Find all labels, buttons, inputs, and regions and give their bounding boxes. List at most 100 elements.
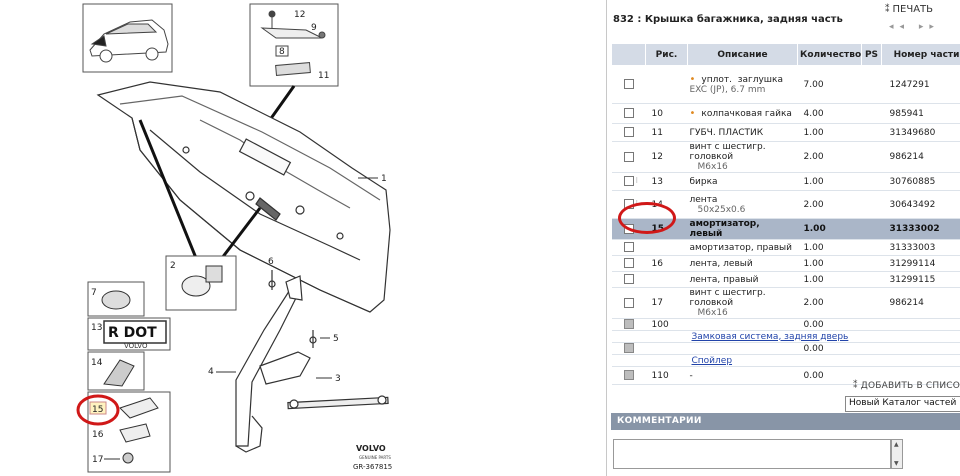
cell-fig: 17 xyxy=(645,287,688,319)
cell-part-number xyxy=(881,318,960,331)
table-row[interactable]: 110-0.00 xyxy=(611,366,960,385)
cell-select[interactable] xyxy=(611,255,646,272)
cell-ps xyxy=(861,318,882,331)
header-part-number[interactable]: Номер части xyxy=(881,43,960,66)
callout-12: 12 xyxy=(294,10,305,20)
brand-logo-text: VOLVO xyxy=(356,444,386,453)
comment-scrollbar[interactable]: ▲▼ xyxy=(891,439,903,469)
cell-ps xyxy=(861,271,882,288)
add-to-list-button[interactable]: ⁑ ДОБАВИТЬ В СПИСОК xyxy=(853,381,960,391)
cell-ps xyxy=(861,255,882,272)
row-checkbox[interactable] xyxy=(623,108,634,119)
scroll-down-icon[interactable]: ▼ xyxy=(894,460,899,467)
cell-select[interactable] xyxy=(611,271,646,288)
row-checkbox[interactable] xyxy=(623,127,634,138)
table-row-link[interactable]: Замковая система, задняя дверь xyxy=(611,330,960,343)
cell-quantity: 7.00 xyxy=(797,65,862,104)
callout-14: 14 xyxy=(91,358,103,368)
add-list-icon: ⁑ xyxy=(853,381,861,391)
trunk-lid-drawing xyxy=(96,81,391,313)
cell-ps xyxy=(861,172,882,191)
row-checkbox[interactable] xyxy=(623,370,634,381)
cell-select[interactable] xyxy=(611,218,646,240)
cell-select[interactable] xyxy=(611,366,646,385)
description-text: винт с шестигр. головкой xyxy=(689,288,766,308)
cell-select[interactable] xyxy=(611,239,646,256)
row-checkbox[interactable] xyxy=(623,274,634,285)
group-link[interactable]: Замковая система, задняя дверь xyxy=(691,331,849,342)
callout-1: 1 xyxy=(381,174,387,184)
note-icon[interactable]: ⁝ xyxy=(635,199,639,209)
row-checkbox[interactable] xyxy=(623,151,634,162)
cell-select[interactable] xyxy=(611,103,646,124)
pager-arrows[interactable]: ◂◂ ▸▸ xyxy=(889,22,940,32)
cell-quantity: 0.00 xyxy=(797,318,862,331)
row-checkbox[interactable] xyxy=(623,79,634,90)
cell-ps xyxy=(861,218,882,240)
cell-select[interactable]: ⁝ xyxy=(611,190,646,219)
print-button[interactable]: ⁑ПЕЧАТЬ xyxy=(885,4,934,15)
header-quantity[interactable]: Количество xyxy=(797,43,862,66)
cell-select[interactable] xyxy=(611,342,646,355)
cell-fig: 13 xyxy=(645,172,688,191)
scroll-up-icon[interactable]: ▲ xyxy=(894,441,899,448)
callout-15: 15 xyxy=(92,405,103,415)
catalog-select[interactable]: Новый Каталог частей xyxy=(845,396,960,412)
row-checkbox[interactable] xyxy=(623,242,634,253)
section-title: 832 : Крышка багажника, задняя часть xyxy=(613,14,843,25)
cell-select[interactable] xyxy=(611,141,646,173)
row-checkbox[interactable] xyxy=(623,199,634,210)
row-checkbox[interactable] xyxy=(623,258,634,269)
cell-select[interactable] xyxy=(611,287,646,319)
cell-select[interactable] xyxy=(611,65,646,104)
row-checkbox[interactable] xyxy=(623,343,634,354)
highlight-circle-diagram xyxy=(76,394,120,426)
cell-quantity: 2.00 xyxy=(797,190,862,219)
note-icon[interactable]: ⁝ xyxy=(635,176,639,186)
header-description[interactable]: Описание xyxy=(687,43,798,66)
row-checkbox[interactable] xyxy=(623,319,634,330)
cell-part-number: 31349680 xyxy=(881,123,960,142)
row-checkbox[interactable] xyxy=(623,176,634,187)
cell-select[interactable] xyxy=(611,318,646,331)
callout-2: 2 xyxy=(170,261,176,271)
cell-fig xyxy=(645,342,688,355)
cell-fig: 14 xyxy=(645,190,688,219)
row-checkbox[interactable] xyxy=(623,297,634,308)
print-icon: ⁑ xyxy=(885,5,890,15)
parts-table: Рис. Описание Количество PS Номер части … xyxy=(611,43,960,385)
comment-textarea[interactable] xyxy=(613,439,891,469)
callout-7: 7 xyxy=(91,288,97,298)
description-text: лента, правый xyxy=(689,274,759,285)
cell-select[interactable] xyxy=(611,123,646,142)
cell-fig: 16 xyxy=(645,255,688,272)
callout-9: 9 xyxy=(311,23,317,33)
description-sub: M6x16 xyxy=(697,162,728,172)
callout-11: 11 xyxy=(318,71,329,81)
cell-select[interactable]: ⁝ xyxy=(611,172,646,191)
cell-fig xyxy=(645,271,688,288)
row-checkbox[interactable] xyxy=(623,223,634,234)
diagram-drawing: 12 9 8 11 1 2 xyxy=(76,3,392,473)
cell-quantity: 1.00 xyxy=(797,255,862,272)
callout-6: 6 xyxy=(268,257,274,267)
table-row-link[interactable]: Спойлер xyxy=(611,354,960,367)
cell-ps xyxy=(861,103,882,124)
callout-4: 4 xyxy=(208,367,214,377)
table-row[interactable]: 0.00 xyxy=(611,342,960,355)
cell-description: •колпачковая гайка xyxy=(687,103,798,124)
group-link[interactable]: Спойлер xyxy=(691,355,733,366)
cell-ps xyxy=(861,342,882,355)
